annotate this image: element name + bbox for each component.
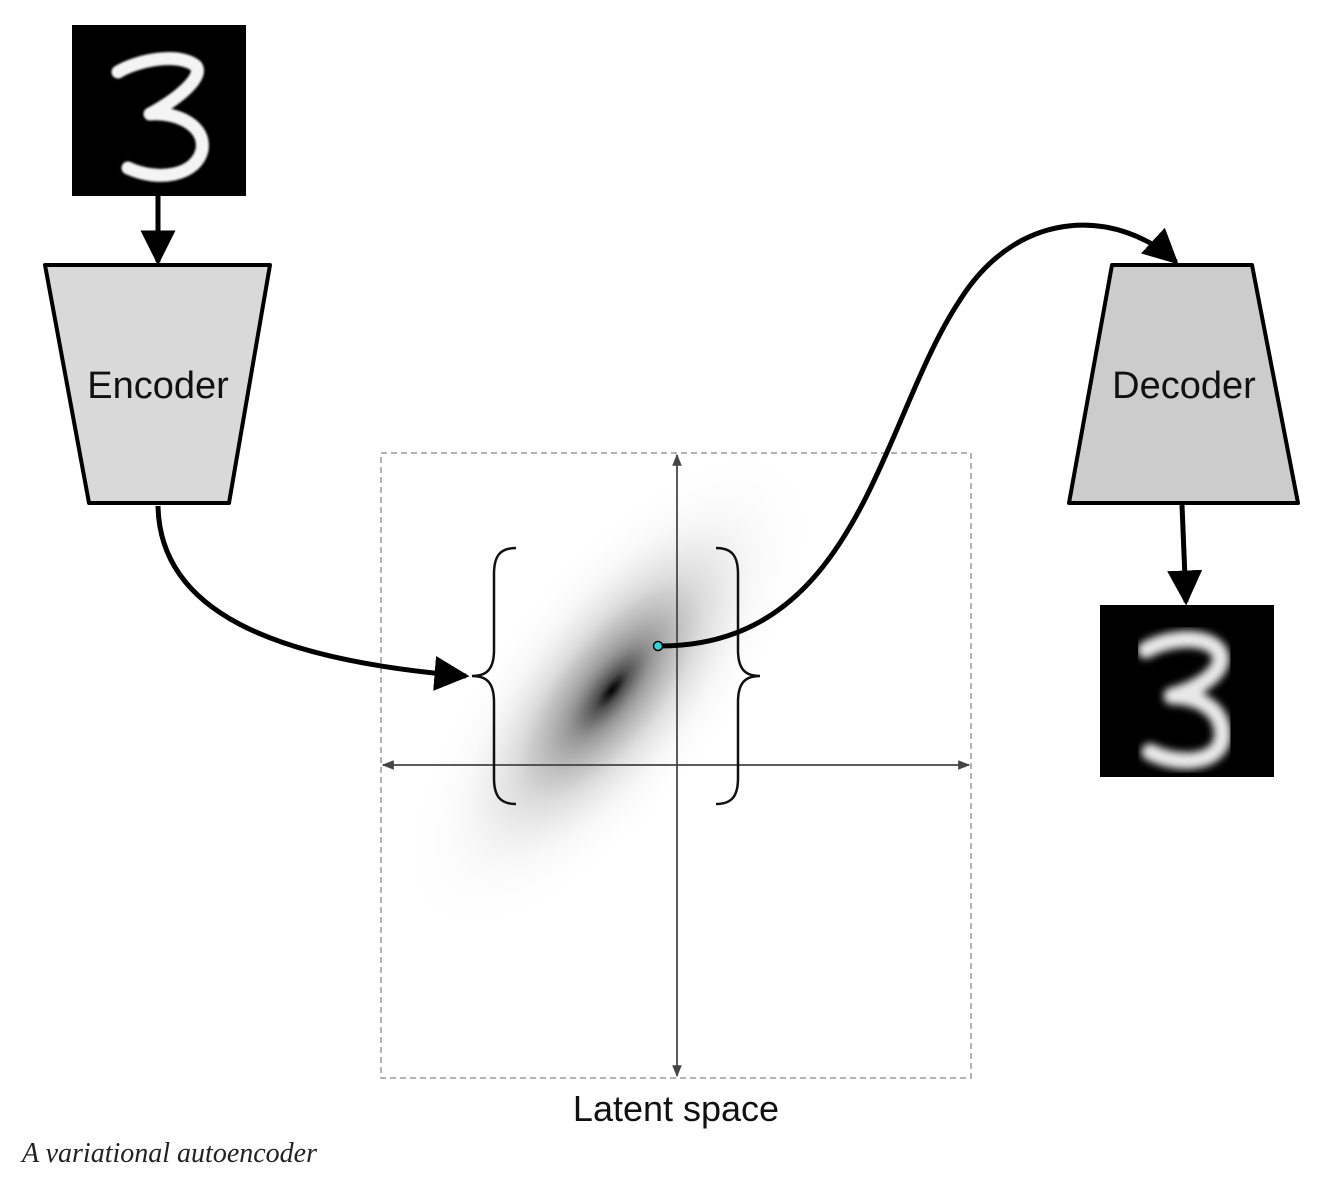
arrow-latent-to-decoder	[659, 222, 1179, 649]
figure-caption: A variational autoencoder	[22, 1138, 317, 1169]
gaussian-distribution	[402, 442, 818, 938]
decoder-label: Decoder	[1112, 365, 1256, 407]
latent-sample-point	[652, 640, 664, 652]
latent-space-frame	[380, 452, 972, 1079]
latent-space: Latent space	[380, 442, 972, 1129]
left-curly-brace	[471, 546, 517, 806]
output-digit-image	[1100, 605, 1274, 777]
arrow-encoder-to-latent	[155, 505, 470, 691]
right-curly-brace	[715, 546, 761, 806]
decoder-block: Decoder	[1067, 263, 1300, 505]
arrow-decoder-to-output	[1167, 504, 1203, 606]
encoder-block: Encoder	[43, 263, 272, 505]
input-digit-image	[72, 25, 246, 196]
latent-space-label: Latent space	[573, 1088, 779, 1129]
encoder-label: Encoder	[87, 365, 229, 407]
